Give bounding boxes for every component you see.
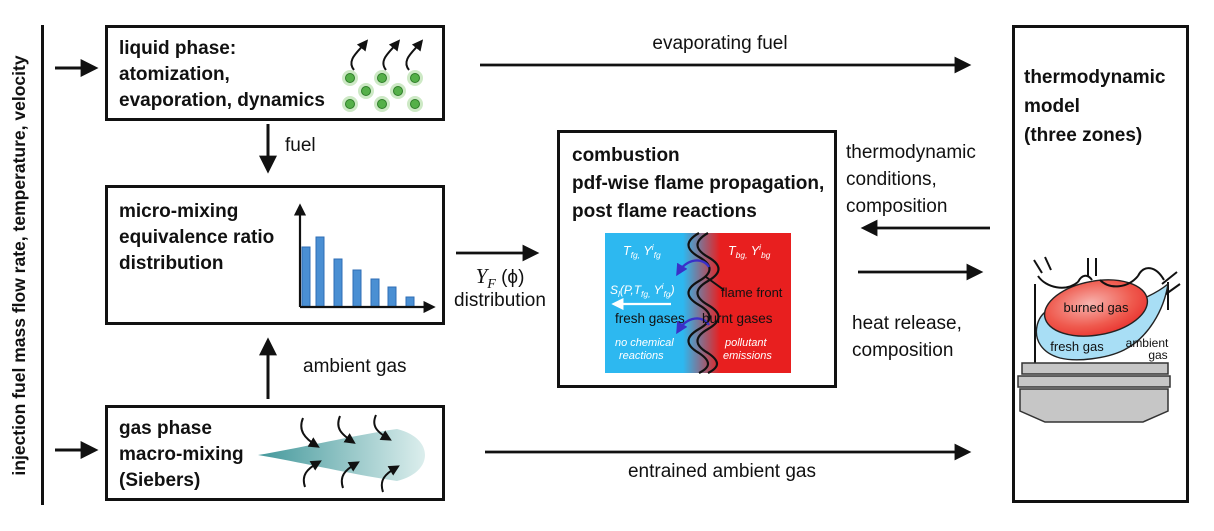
spray-cone bbox=[258, 429, 425, 481]
burned-gas-label: burned gas bbox=[1063, 300, 1129, 315]
combustion-title: combustion pdf-wise flame propagation, p… bbox=[572, 145, 825, 222]
injection-boundary-line bbox=[41, 25, 44, 505]
flame-speed-expr: Sl(P,Tfg, Yifg) bbox=[610, 281, 675, 299]
pollutant-note-line2: emissions bbox=[723, 350, 772, 362]
flame-front-schematic: Tfg, Yifg Tbg, Yibg Sl(P,Tfg, Yifg) flam… bbox=[605, 232, 791, 374]
burnt-gas-vars: Tbg, Yibg bbox=[728, 242, 771, 260]
no-chemical-note-line1: no chemical bbox=[615, 337, 674, 349]
burned-gas-zone bbox=[1043, 279, 1149, 337]
ambient-gas-zone-label-line2: gas bbox=[1148, 348, 1167, 362]
pollutant-note-line1: pollutant bbox=[724, 337, 768, 349]
burnt-gases-label: burnt gases bbox=[702, 311, 773, 326]
ambient-gas-label: ambient gas bbox=[303, 356, 407, 377]
micro-mixing-title: micro-mixing equivalence ratio distribut… bbox=[119, 201, 275, 274]
thermo-conditions-label: thermodynamic conditions, composition bbox=[846, 142, 976, 217]
thermodynamic-model-title: thermodynamic model (three zones) bbox=[1024, 67, 1166, 146]
mixing-curl-top bbox=[676, 259, 711, 277]
no-chemical-note-line2: reactions bbox=[619, 350, 664, 362]
three-zone-cylinder-schematic: burned gas fresh gas ambient gas bbox=[1017, 256, 1181, 423]
evaporating-fuel-label: evaporating fuel bbox=[652, 33, 788, 54]
thermodynamic-model-box: thermodynamic model (three zones) bbox=[1012, 25, 1189, 503]
flame-front-pointer bbox=[705, 276, 725, 291]
histogram-bars bbox=[301, 236, 415, 308]
piston bbox=[1017, 362, 1171, 423]
liquid-phase-title: liquid phase: atomization, evaporation, … bbox=[119, 38, 325, 111]
fresh-gas-vars: Tfg, Yifg bbox=[623, 242, 661, 260]
droplets-icon bbox=[342, 39, 424, 112]
fresh-gases-label: fresh gases bbox=[615, 311, 685, 326]
flame-front-wave bbox=[687, 232, 720, 374]
mixing-curl-bottom bbox=[676, 317, 711, 335]
yf-distribution-label: distribution bbox=[454, 290, 546, 311]
fuel-droplets bbox=[342, 70, 423, 112]
gas-phase-title: gas phase macro-mixing (Siebers) bbox=[119, 418, 244, 491]
yf-phi-label: YF (ϕ) bbox=[475, 264, 525, 292]
flame-front-label: flame front bbox=[721, 285, 783, 300]
heat-release-label: heat release, composition bbox=[852, 313, 962, 361]
ambient-gas-zone-label-line1: ambient bbox=[1126, 336, 1169, 350]
equivalence-ratio-histogram bbox=[293, 203, 436, 314]
entrained-ambient-gas-label: entrained ambient gas bbox=[627, 461, 816, 482]
fresh-gas-label: fresh gas bbox=[1050, 339, 1104, 354]
fuel-label: fuel bbox=[285, 135, 316, 156]
spray-cone-icon bbox=[258, 414, 425, 493]
cylinder-head-curves bbox=[1033, 256, 1181, 295]
